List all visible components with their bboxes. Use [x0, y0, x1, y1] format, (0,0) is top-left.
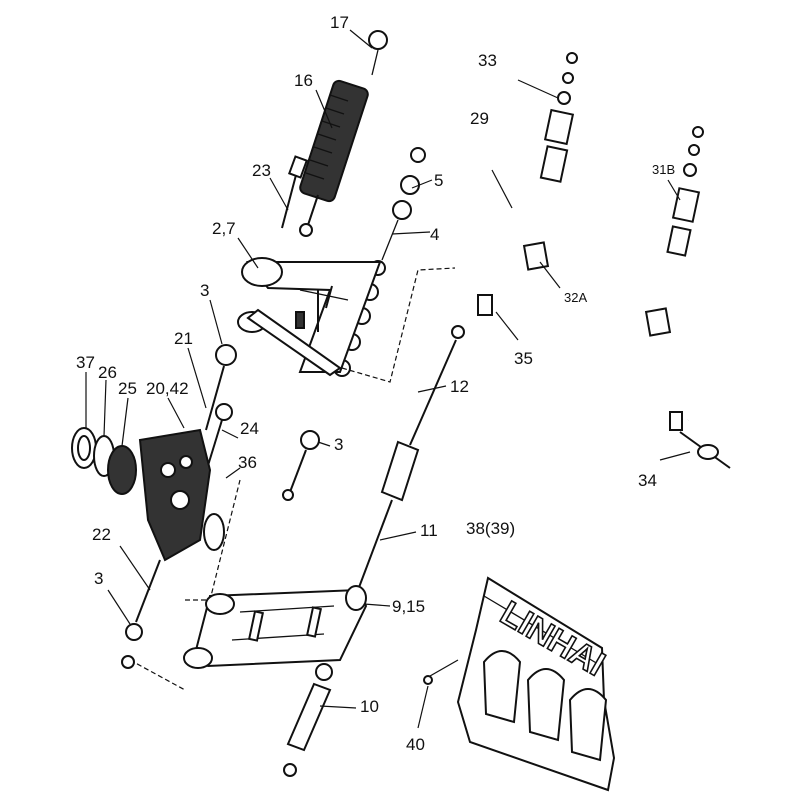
upper-arm-icon	[237, 257, 382, 377]
link-33-icon	[539, 52, 578, 183]
stabilizer-bar-icon	[477, 207, 701, 431]
callout-12: 12	[450, 377, 469, 396]
callout-25: 25	[118, 379, 137, 398]
tie-rod-12-icon	[380, 325, 465, 502]
swing-arm-icon	[183, 585, 368, 669]
callout-20-42: 20,42	[146, 379, 189, 398]
tie-rod-11-icon	[357, 499, 393, 591]
callout-33: 33	[478, 51, 497, 70]
callout-labels: 17 16 23 2,7 5 4 33 29 31B 32A 35 3 21 3…	[76, 13, 675, 754]
bolt-icon	[281, 155, 308, 229]
callout-29: 29	[470, 109, 489, 128]
callout-32a: 32A	[564, 290, 587, 305]
callout-31b: 31B	[652, 162, 675, 177]
callout-22: 22	[92, 525, 111, 544]
callout-5: 5	[434, 171, 443, 190]
callout-9-15: 9,15	[392, 597, 425, 616]
callout-3-lower: 3	[94, 569, 103, 588]
callout-2-7: 2,7	[212, 219, 236, 238]
callout-24: 24	[240, 419, 259, 438]
leader-lines	[85, 29, 691, 729]
callout-16: 16	[294, 71, 313, 90]
tie-rod-10-icon	[283, 663, 333, 777]
callout-38-39: 38(39)	[466, 519, 515, 538]
end-link-34-icon	[679, 431, 731, 469]
callout-3-mid: 3	[334, 435, 343, 454]
callout-21: 21	[174, 329, 193, 348]
shock-absorber-icon	[299, 30, 388, 237]
callout-35: 35	[514, 349, 533, 368]
callout-40: 40	[406, 735, 425, 754]
knuckle-icon	[138, 344, 237, 562]
link-31b-icon	[666, 126, 704, 257]
callout-26: 26	[98, 363, 117, 382]
callout-10: 10	[360, 697, 379, 716]
callout-11: 11	[420, 521, 438, 540]
callout-17: 17	[330, 13, 349, 32]
bolt-3-mid-icon	[282, 430, 320, 501]
bolt-22-icon	[121, 559, 161, 669]
callout-37: 37	[76, 353, 95, 372]
callout-4: 4	[430, 225, 439, 244]
cover-guard-icon: LINHAI	[423, 576, 616, 792]
bearing-stack-icon	[71, 427, 137, 495]
callout-23: 23	[252, 161, 271, 180]
callout-34: 34	[638, 471, 657, 490]
callout-36: 36	[238, 453, 257, 472]
callout-3-upper: 3	[200, 281, 209, 300]
